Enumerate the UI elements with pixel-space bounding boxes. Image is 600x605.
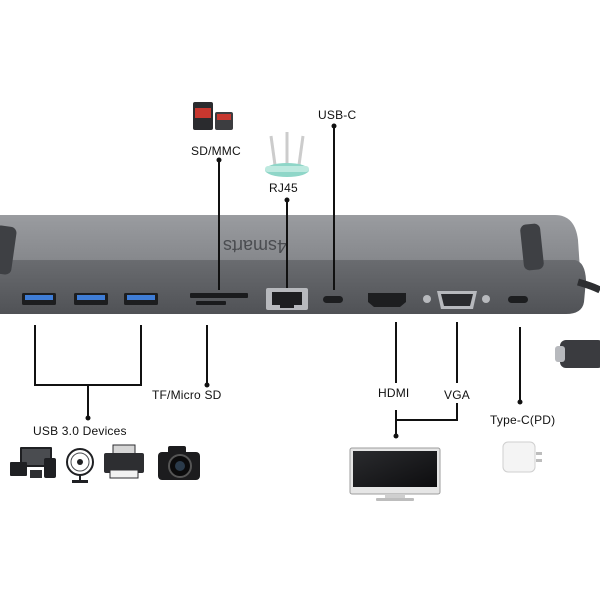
usb3-port-1: [22, 293, 56, 305]
router-icon: [265, 132, 309, 177]
label-hdmi: HDMI: [378, 386, 410, 400]
monitor-icon: [349, 447, 441, 501]
sd-slot: [190, 293, 248, 298]
label-type-c-pd: Type-C(PD): [490, 413, 555, 427]
usb-c-plug: [555, 340, 600, 368]
type-c-pd-port: [508, 296, 528, 303]
label-type-c: Type-C: [490, 413, 530, 427]
label-rj45: RJ45: [269, 181, 298, 195]
vga-port: [437, 291, 477, 309]
sd-card-icon: [193, 102, 233, 130]
label-pd-suffix: (PD): [529, 413, 556, 427]
fan-icon: [66, 448, 94, 483]
rj45-port: [266, 288, 308, 310]
label-tf-micro-sd: TF/Micro SD: [152, 388, 222, 402]
connector-dots: [85, 123, 523, 439]
vga-screw-left: [423, 295, 431, 303]
laptop-phone-icon: [10, 447, 56, 478]
printer-icon: [104, 444, 144, 479]
label-vga: VGA: [444, 388, 470, 402]
hub-cable: [577, 278, 600, 294]
line-usb-bracket: [34, 325, 142, 386]
label-usb3-devices: USB 3.0 Devices: [33, 424, 127, 438]
brand-logo: 4smarts: [223, 236, 287, 256]
connector-lines: [34, 126, 521, 436]
hdmi-port: [368, 293, 406, 307]
vga-screw-right: [482, 295, 490, 303]
usb3-port-3: [124, 293, 158, 305]
charger-icon: [502, 441, 542, 473]
camera-icon: [158, 446, 200, 480]
hub-foot-right: [520, 223, 544, 271]
usb3-port-2: [74, 293, 108, 305]
hub-foot-left: [0, 225, 17, 275]
label-sd-mmc: SD/MMC: [191, 144, 241, 158]
usb-c-port: [323, 296, 343, 303]
hub-ports: [22, 288, 528, 310]
tf-slot: [196, 301, 226, 305]
label-usb-c: USB-C: [318, 108, 357, 122]
line-monitor-join: [395, 403, 458, 436]
